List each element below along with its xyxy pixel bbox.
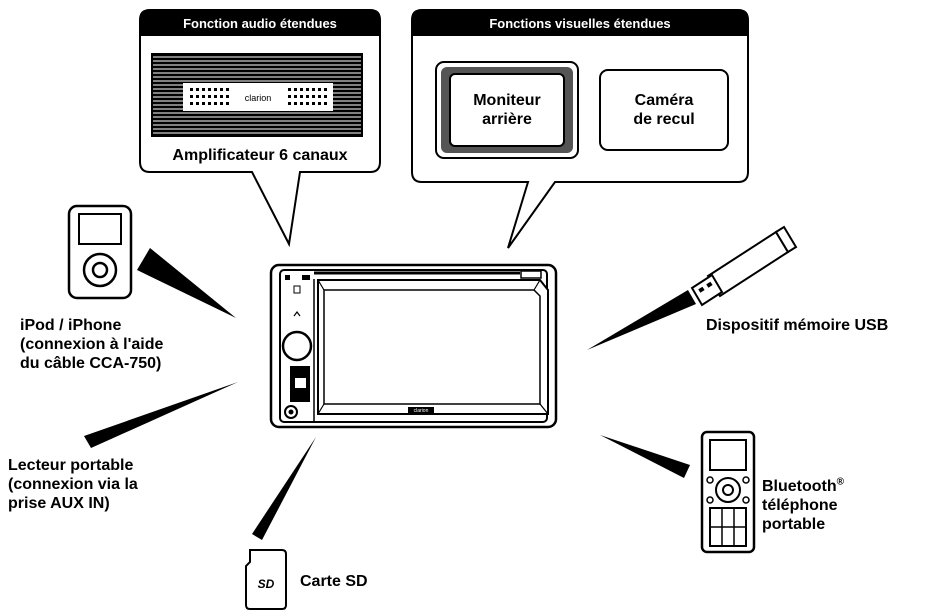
ipod-pointer — [137, 248, 236, 318]
ipod-line1: iPod / iPhone — [20, 317, 122, 334]
head-unit-icon: clarion — [269, 263, 558, 429]
monitor-line1: Moniteur — [473, 92, 541, 109]
rear-monitor-icon — [435, 61, 579, 159]
ipod-line3: du câble CCA-750) — [20, 355, 162, 372]
rear-camera-box — [599, 69, 729, 151]
head-unit-brand: clarion — [414, 408, 429, 414]
portable-player-line1: Lecteur portable — [8, 457, 134, 474]
registered-mark: ® — [836, 476, 845, 488]
usb-pointer — [587, 290, 696, 350]
bluetooth-label: Bluetooth® téléphone portable — [762, 477, 844, 534]
portable-player-pointer — [84, 382, 238, 448]
portable-player-label: Lecteur portable (connexion via la prise… — [8, 456, 138, 513]
bluetooth-line3: portable — [762, 516, 826, 533]
amplifier-brand: clarion — [245, 93, 272, 103]
bluetooth-phone-icon — [700, 430, 756, 554]
sd-card-label: Carte SD — [300, 573, 368, 590]
camera-line2: de recul — [633, 111, 695, 128]
visual-header: Fonctions visuelles étendues — [489, 16, 671, 31]
monitor-line2: arrière — [482, 111, 532, 128]
sd-card-icon: SD — [245, 549, 287, 610]
portable-player-line2: (connexion via la — [8, 476, 138, 493]
ipod-label: iPod / iPhone (connexion à l'aide du câb… — [20, 316, 163, 373]
ipod-icon — [67, 204, 133, 300]
bluetooth-line1: Bluetooth — [762, 478, 837, 495]
sd-card-logo: SD — [258, 577, 275, 591]
audio-header: Fonction audio étendues — [183, 16, 337, 31]
amplifier-icon: clarion — [151, 53, 363, 137]
camera-label: Caméra de recul — [600, 91, 728, 129]
portable-player-line3: prise AUX IN) — [8, 495, 110, 512]
monitor-label: Moniteur arrière — [450, 91, 564, 129]
sd-card-pointer — [252, 437, 316, 540]
amplifier-label: Amplificateur 6 canaux — [172, 147, 348, 164]
camera-line1: Caméra — [634, 92, 694, 109]
bluetooth-pointer — [600, 435, 690, 478]
bluetooth-line2: téléphone — [762, 497, 838, 514]
ipod-line2: (connexion à l'aide — [20, 336, 164, 353]
usb-label: Dispositif mémoire USB — [706, 317, 889, 334]
usb-stick-icon — [690, 225, 798, 307]
